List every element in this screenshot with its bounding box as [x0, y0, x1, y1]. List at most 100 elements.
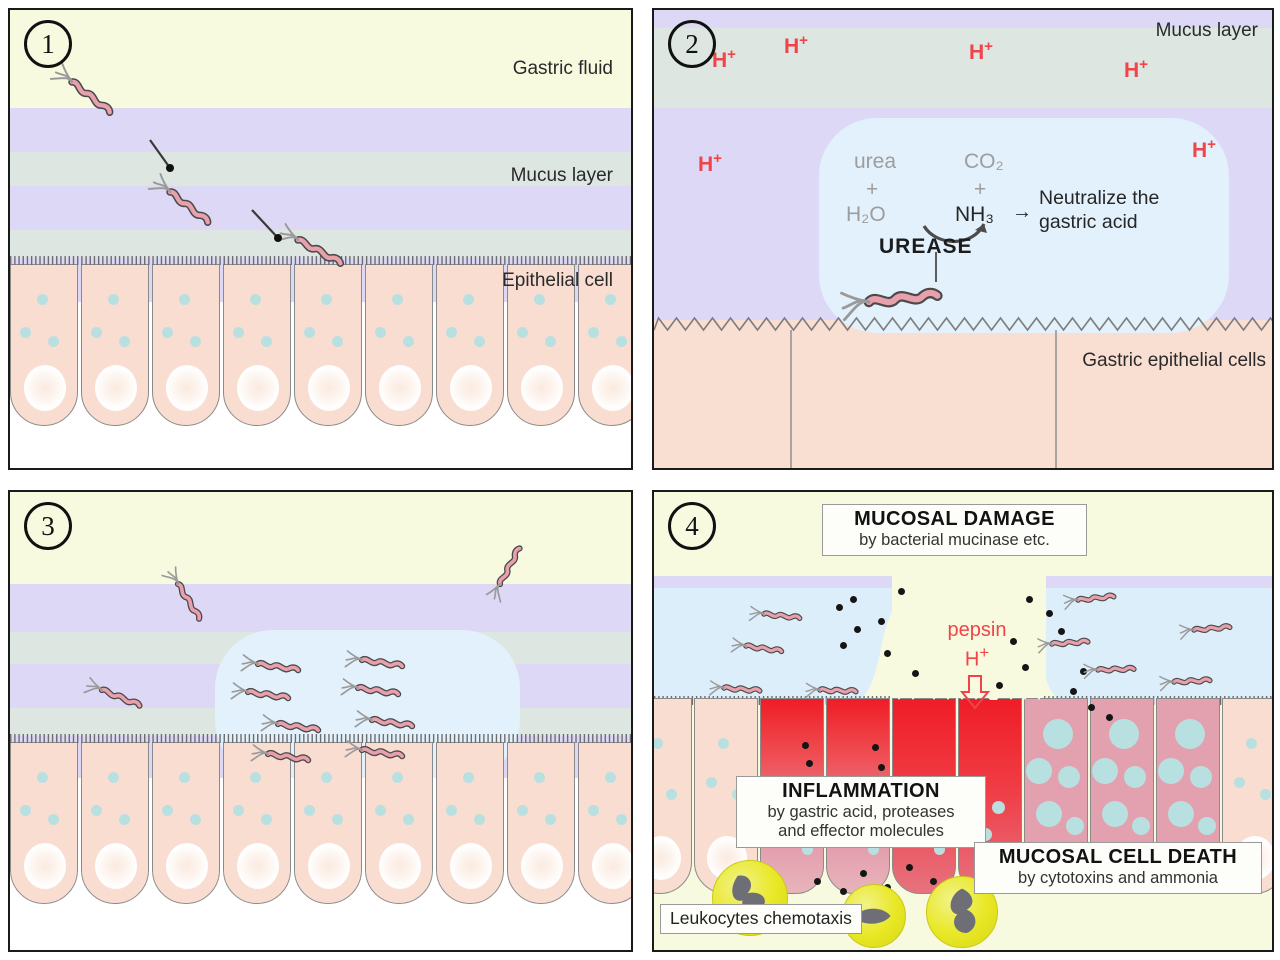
- effector-dot: [814, 878, 821, 885]
- cell-vesicle: [933, 844, 945, 856]
- cell-vesicle: [332, 336, 344, 348]
- cell-nucleus: [237, 365, 279, 412]
- mucosal-cell-death-title: MUCOSAL CELL DEATH: [998, 846, 1238, 868]
- bacterium-6: [230, 682, 292, 702]
- cell-vesicle: [705, 777, 717, 789]
- cell-vacuole: [1102, 800, 1129, 827]
- bacterium-11: [344, 740, 406, 760]
- outcome-line-2: gastric acid: [1039, 211, 1138, 234]
- urease-arrows: [922, 223, 987, 282]
- plus-sign-2: +: [974, 178, 987, 201]
- cell-vesicle: [545, 336, 557, 348]
- cell-vesicle: [446, 326, 458, 338]
- cell-vesicle: [605, 294, 617, 306]
- box-mucosal-damage: MUCOSAL DAMAGE by bacterial mucinase etc…: [822, 504, 1087, 557]
- panel2-surface: [654, 316, 1272, 468]
- effector-dot: [802, 742, 809, 749]
- motion-arrow-2: [251, 209, 282, 242]
- cell-vesicle: [463, 294, 475, 306]
- effector-dot: [1046, 610, 1053, 617]
- cell-vacuole: [1109, 718, 1140, 749]
- cell-vesicle: [1233, 777, 1245, 789]
- cell-nucleus: [166, 365, 208, 412]
- panel4-bacteria-layer: [708, 592, 1233, 699]
- label-gastric-epithelial-cells: Gastric epithelial cells: [1082, 350, 1266, 371]
- epithelial-cell: [578, 264, 631, 426]
- cell-vesicle: [517, 326, 529, 338]
- proton-ion-1: H+: [698, 150, 722, 176]
- panel-3: 3: [8, 490, 633, 952]
- cell-vacuole: [1026, 757, 1053, 784]
- effector-dot: [878, 618, 885, 625]
- cell-vesicle: [867, 844, 879, 856]
- cell-nucleus: [24, 843, 66, 890]
- effector-dot: [872, 744, 879, 751]
- mucus-grey-band: [654, 28, 1272, 108]
- leukocyte: [926, 876, 998, 948]
- cell-vesicle: [119, 336, 131, 348]
- panel-number-4: 4: [668, 502, 716, 550]
- label-mucus-layer: Mucus layer: [510, 165, 613, 186]
- cell-vesicle: [179, 772, 191, 784]
- cell-vesicle: [474, 814, 486, 826]
- pepsin-text: pepsin: [947, 619, 1007, 641]
- cell-nucleus: [450, 843, 492, 890]
- cell-vesicle: [588, 326, 600, 338]
- cell-vesicle: [108, 772, 120, 784]
- epithelial-cell: [365, 742, 433, 904]
- bacterium-9: [1178, 623, 1233, 640]
- effector-dot: [1070, 688, 1077, 695]
- effector-dot: [878, 764, 885, 771]
- bacterium-7: [340, 678, 402, 698]
- mucosal-damage-title: MUCOSAL DAMAGE: [854, 508, 1055, 530]
- cell-vacuole: [1092, 757, 1119, 784]
- proton-ion-5: H+: [1124, 56, 1148, 82]
- panel-number-1: 1: [24, 20, 72, 68]
- bacterium-7: [1083, 663, 1137, 680]
- cell-nucleus: [237, 843, 279, 890]
- cell-vacuole: [1189, 765, 1212, 788]
- cell-vesicle: [1246, 738, 1258, 750]
- cell-vesicle: [992, 800, 1006, 814]
- cell-vacuole: [1168, 800, 1195, 827]
- cell-vacuole: [1043, 718, 1074, 749]
- cell-vacuole: [1197, 816, 1216, 835]
- panel3-bacteria-layer: [83, 545, 523, 764]
- brush-border: [10, 256, 631, 265]
- cell-vesicle: [403, 814, 415, 826]
- gastric-fluid-band-3: [10, 492, 631, 584]
- cell-vesicle: [801, 844, 813, 856]
- bacterium-5: [1062, 592, 1117, 611]
- box-inflammation: INFLAMMATION by gastric acid, proteases …: [736, 776, 986, 848]
- effector-dot: [1010, 638, 1017, 645]
- cell-vesicle: [605, 772, 617, 784]
- proton-ion-2: H+: [712, 46, 736, 72]
- label-mucus-layer-2: Mucus layer: [1155, 20, 1258, 41]
- cell-vesicle: [463, 772, 475, 784]
- epithelial-cell-healthy: [654, 698, 692, 894]
- cell-vesicle: [190, 814, 202, 826]
- cell-vesicle: [304, 804, 316, 816]
- enzyme-urease: UREASE: [879, 235, 973, 258]
- effector-dot: [1088, 704, 1095, 711]
- epithelial-cell: [578, 742, 631, 904]
- cell-vesicle: [474, 336, 486, 348]
- cell-vesicle: [375, 326, 387, 338]
- epithelial-cell: [10, 264, 78, 426]
- label-leukocytes-chemotaxis: Leukocytes chemotaxis: [660, 904, 862, 934]
- cell-vesicle: [1259, 789, 1271, 801]
- cell-vacuole: [1065, 816, 1084, 835]
- epithelial-cell: [152, 742, 220, 904]
- cell-vacuole: [1158, 757, 1185, 784]
- epithelial-cell: [81, 742, 149, 904]
- cell-vesicle: [179, 294, 191, 306]
- cell-vesicle: [616, 814, 628, 826]
- cell-vacuole: [1123, 765, 1146, 788]
- bacterium-3: [708, 680, 763, 696]
- cell-nucleus: [95, 843, 137, 890]
- cell-vesicle: [91, 326, 103, 338]
- cell-vesicle: [718, 738, 730, 750]
- motion-arrow-1: [149, 139, 174, 172]
- cell-vesicle: [332, 814, 344, 826]
- cell-vesicle: [392, 294, 404, 306]
